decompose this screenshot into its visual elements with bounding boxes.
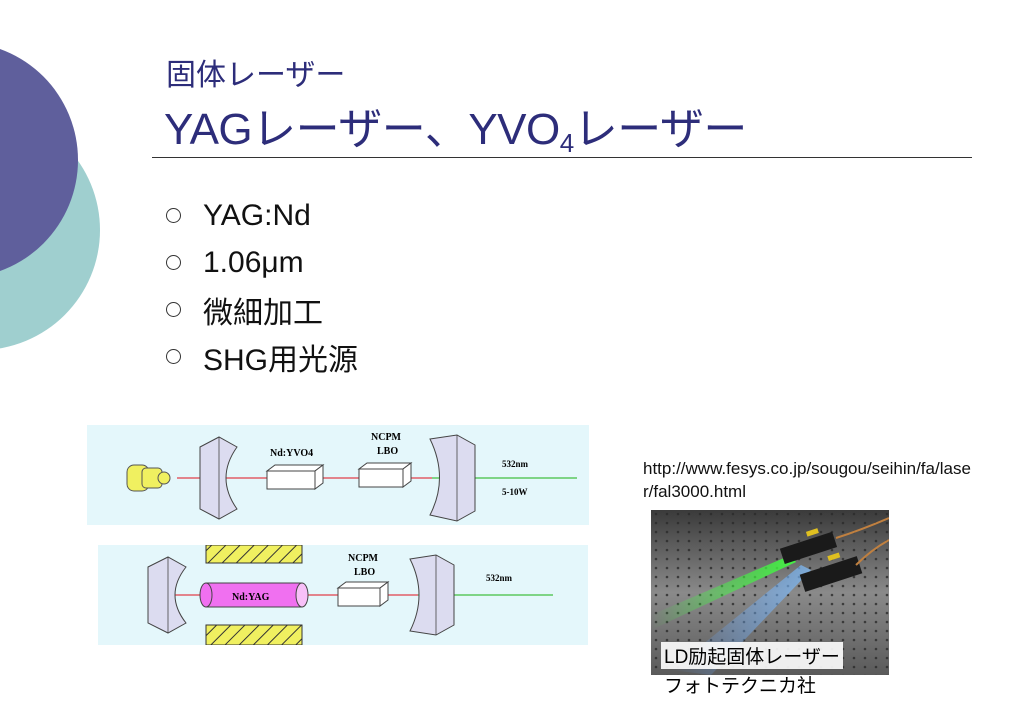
decorative-circles: [0, 49, 100, 349]
title-part-2: レーザー: [573, 105, 748, 154]
slide-subtitle: 固体レーザー: [166, 59, 346, 92]
yag-rod-icon: [199, 582, 309, 608]
crystal-label: Nd:YAG: [232, 592, 270, 603]
pump-lamp-bottom: [205, 624, 303, 645]
output-mirror-icon: [429, 434, 476, 522]
bullet-circle-icon: [166, 302, 181, 317]
bullet-item: 1.06μm: [162, 239, 358, 286]
title-part-1: YAGレーザー、YVO: [164, 105, 560, 154]
lbo-label-lbo: LBO: [377, 446, 398, 457]
pump-lamp-top: [205, 545, 303, 564]
bullet-item: YAG:Nd: [162, 192, 358, 239]
green-laser-beam: [651, 555, 796, 630]
laser-head-icon: [779, 528, 863, 592]
laser-diode-icon: [126, 464, 171, 492]
photo-caption-company: フォトテクニカ社: [664, 676, 817, 697]
lbo-label-lbo: LBO: [354, 567, 375, 578]
purple-circle: [0, 49, 78, 271]
bullet-text: 1.06μm: [203, 245, 304, 279]
lbo-label-ncpm: NCPM: [348, 553, 379, 564]
mirror-icon: [147, 556, 187, 634]
wavelength-label: 532nm: [486, 573, 513, 583]
lbo-label-ncpm: NCPM: [371, 432, 402, 443]
bullet-item: SHG用光源: [162, 333, 358, 380]
output-mirror-icon: [409, 554, 455, 636]
source-url: http://www.fesys.co.jp/sougou/seihin/fa/…: [643, 459, 971, 501]
bullet-circle-icon: [166, 255, 181, 270]
bullet-item: 微細加工: [162, 286, 358, 333]
photo-caption-title: LD励起固体レーザー: [661, 642, 843, 669]
title-divider: [152, 157, 972, 158]
slide-title: YAGレーザー、YVO4レーザー: [164, 93, 747, 159]
title-subscript: 4: [559, 128, 574, 158]
fiber-cable: [835, 517, 889, 539]
diagram-background: [87, 425, 589, 525]
yvo4-laser-diagram: Nd:YVO4 NCPM LBO 532nm 5-10W: [87, 425, 589, 525]
bullet-circle-icon: [166, 349, 181, 364]
lbo-crystal-icon: [336, 581, 390, 607]
yag-laser-diagram: Nd:YAG NCPM LBO 532nm: [98, 545, 588, 645]
crystal-icon: [265, 464, 325, 490]
bullet-text: YAG:Nd: [203, 198, 311, 232]
crystal-label: Nd:YVO4: [270, 448, 313, 459]
lbo-crystal-icon: [357, 462, 413, 488]
bullet-text: SHG用光源: [203, 343, 359, 377]
power-label: 5-10W: [502, 487, 528, 497]
fiber-cable: [855, 539, 889, 566]
bullet-text: 微細加工: [203, 296, 323, 330]
bullet-circle-icon: [166, 208, 181, 223]
wavelength-label: 532nm: [502, 459, 529, 469]
bullet-list: YAG:Nd 1.06μm 微細加工 SHG用光源: [162, 192, 358, 380]
mirror-icon: [199, 436, 238, 520]
